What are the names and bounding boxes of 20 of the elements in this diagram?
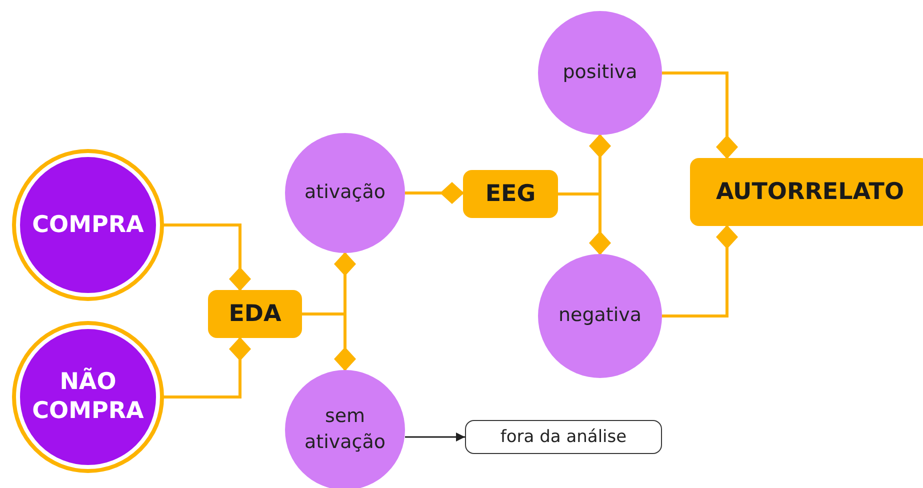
node-label: negativa xyxy=(558,303,642,328)
diamond-connector xyxy=(302,312,356,371)
node-label: NÃO COMPRA xyxy=(31,368,145,426)
diamond-connector xyxy=(662,225,738,318)
node-label: EDA xyxy=(228,301,282,327)
node-label: fora da análise xyxy=(500,427,627,447)
node-label: positiva xyxy=(562,60,638,86)
node-label: EEG xyxy=(485,181,536,207)
outcome-box xyxy=(465,420,662,454)
node-label: AUTORRELATO xyxy=(716,179,904,205)
arrow xyxy=(405,432,465,442)
process-box xyxy=(463,170,558,218)
node-label: ativação xyxy=(304,180,386,206)
diamond-connector xyxy=(662,72,738,159)
node-label: COMPRA xyxy=(32,210,144,240)
node-label: sem ativação xyxy=(304,404,386,455)
process-box xyxy=(208,290,302,338)
diamond-connector xyxy=(405,182,464,204)
diamond-connector xyxy=(558,192,611,255)
process-box xyxy=(690,158,923,226)
